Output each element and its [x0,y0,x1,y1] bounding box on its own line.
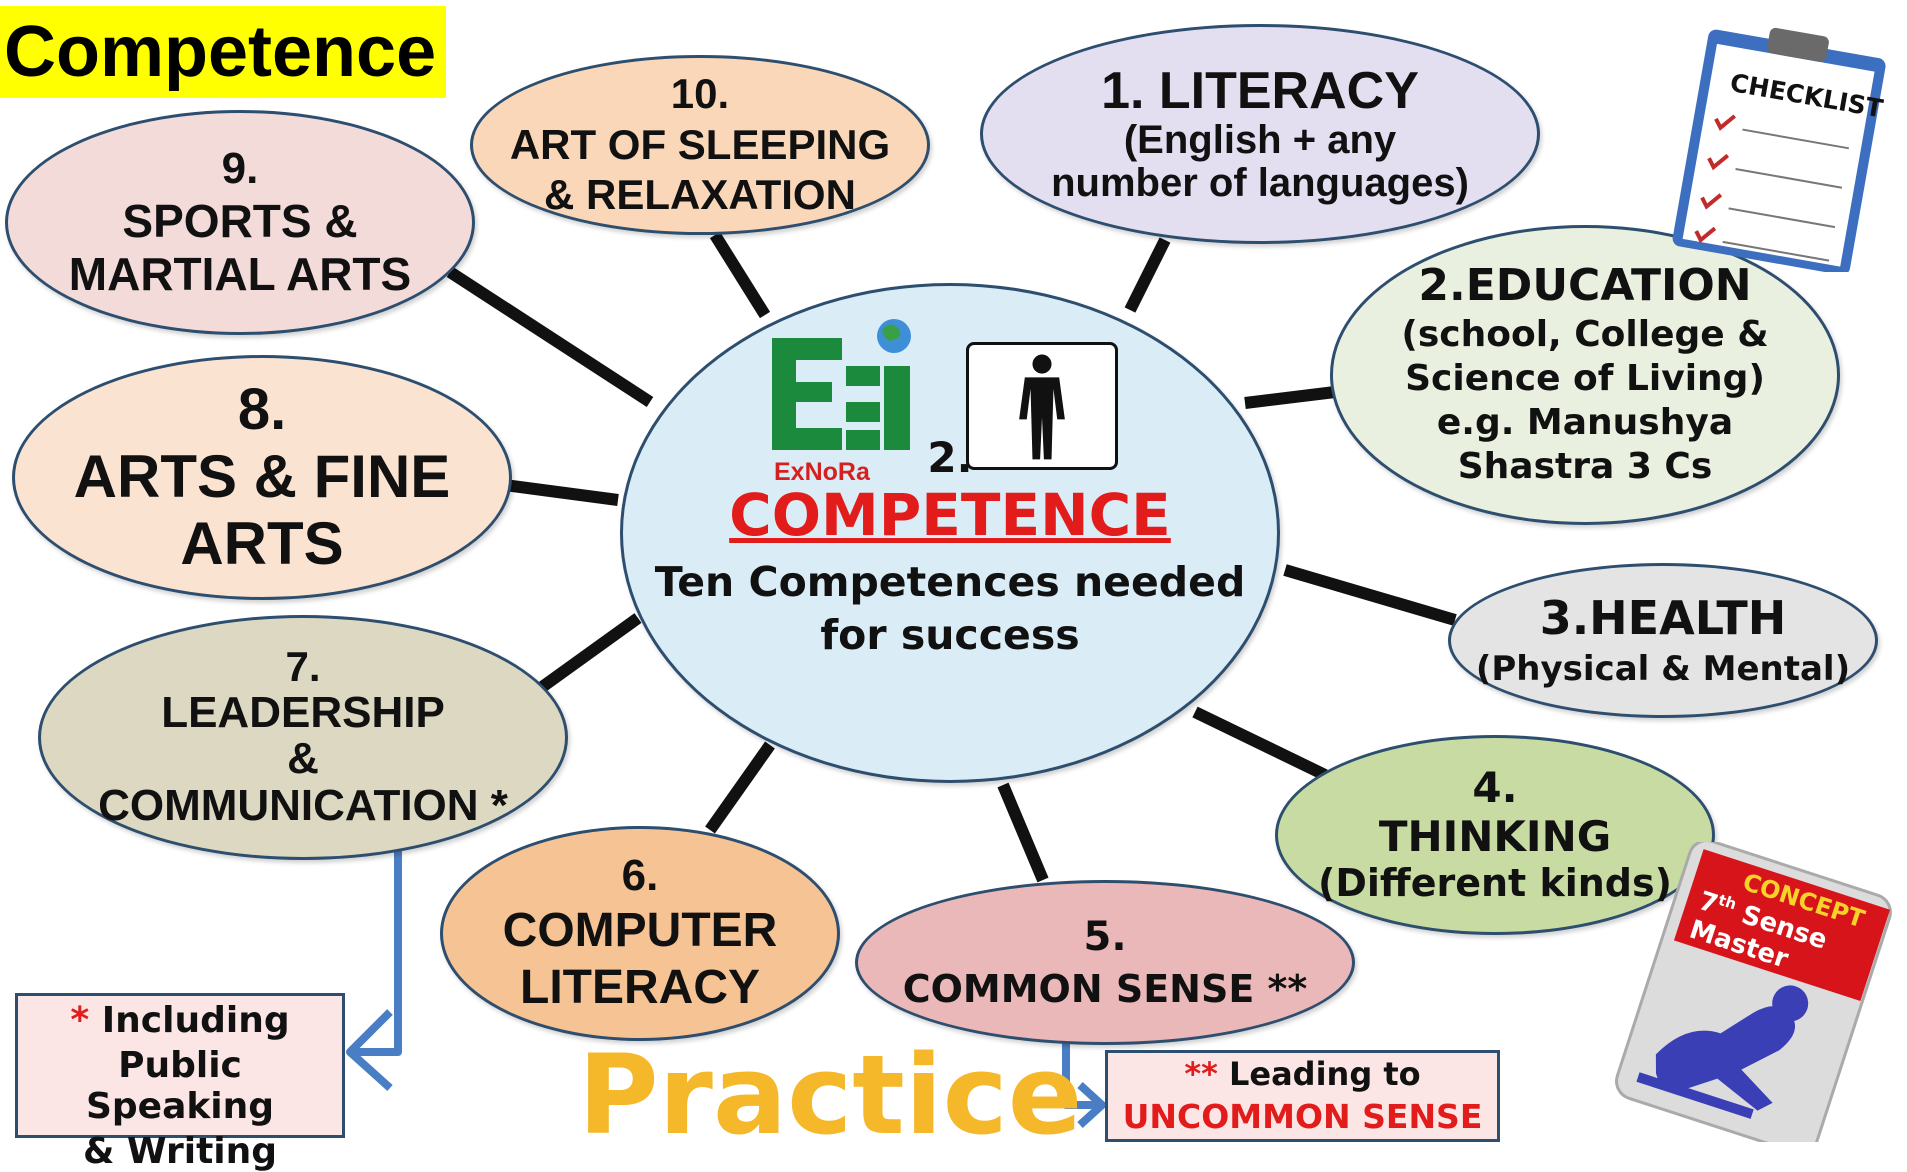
arts-line2: ARTS [180,510,344,578]
education-line3: e.g. Manushya [1436,402,1734,444]
connector-arts [504,479,619,506]
competence-sports: 9. SPORTS & MARTIAL ARTS [5,110,475,335]
sleeping-number: 10. [670,70,730,118]
computer-number: 6. [621,851,659,901]
thinking-line1: THINKING [1378,811,1612,861]
note-leadership-line3: & Writing [82,1131,278,1172]
note-leadership-marker: * [70,1000,90,1041]
connector-health [1283,564,1457,626]
concept-book-icon: CONCEPT 7th Sense Master [1615,842,1892,1142]
checklist-icon: CHECKLIST [1672,27,1886,272]
note-leadership-line2: Public Speaking [85,1045,275,1127]
practice-label: Practice [578,1031,1083,1159]
connector-computer [705,741,775,834]
education-title: 2.EDUCATION [1418,260,1752,312]
sports-line2: MARTIAL ARTS [68,247,412,300]
connector-lines [346,231,1457,1128]
arrow-leadership-note [350,848,402,1056]
competence-leadership: 7. LEADERSHIP & COMMUNICATION * [38,615,568,860]
sleeping-line2: & RELAXATION [544,171,856,219]
literacy-title: 1. LITERACY [1101,62,1419,121]
education-line4: Shastra 3 Cs [1457,446,1713,488]
connector-thinking [1192,706,1328,781]
competence-common-sense: 5. COMMON SENSE ** [855,880,1355,1045]
connector-common-sense [997,782,1049,883]
connector-literacy [1124,237,1171,313]
competence-sleeping: 10. ART OF SLEEPING & RELAXATION [470,55,930,235]
center-number: 2. [927,433,973,482]
note-common-sense-line2: UNCOMMON SENSE [1122,1097,1483,1136]
competence-arts: 8. ARTS & FINE ARTS [12,355,512,600]
literacy-line2: number of languages) [1051,160,1469,205]
page-title: Competence [0,6,447,98]
sports-line1: SPORTS & [122,195,358,248]
center-subtitle-line2: for success [820,611,1080,660]
competence-health: 3.HEALTH (Physical & Mental) [1448,563,1878,718]
note-common-sense-marker: ** [1184,1055,1218,1093]
common-sense-number: 5. [1083,914,1127,961]
arrow-common-sense-note [1062,1040,1100,1109]
arts-number: 8. [237,377,287,443]
note-common-sense-line1: Leading to [1228,1055,1421,1093]
literacy-line1: (English + any [1123,118,1397,163]
center-subtitle-line1: Ten Competences needed [654,557,1246,606]
connector-leadership [534,613,642,695]
competence-education: 2.EDUCATION (school, College & Science o… [1330,225,1840,525]
common-sense-line1: COMMON SENSE ** [902,966,1308,1011]
note-leadership-line1: Including [101,1000,290,1041]
note-common-sense: ** Leading to UNCOMMON SENSE [1105,1050,1500,1142]
note-leadership: * Including Public Speaking & Writing [15,993,345,1172]
competence-literacy: 1. LITERACY (English + any number of lan… [980,24,1540,244]
thinking-number: 4. [1472,763,1518,813]
computer-line2: LITERACY [520,960,760,1014]
education-line2: Science of Living) [1405,358,1765,400]
exnora-logo-text: ExNoRa [774,458,871,486]
center-bubble: 2. COMPETENCE Ten Competences needed for… [620,283,1280,783]
leadership-line1: LEADERSHIP [161,687,445,737]
arrow-leadership-head [346,1009,393,1091]
computer-line1: COMPUTER [502,903,778,957]
person-icon [966,342,1118,470]
health-title: 3.HEALTH [1539,591,1787,646]
leadership-number: 7. [285,643,321,691]
thinking-line2: (Different kinds) [1318,861,1672,906]
connector-education [1244,386,1336,409]
arts-line1: ARTS & FINE [73,442,451,510]
leadership-line3: COMMUNICATION * [98,781,508,831]
health-line1: (Physical & Mental) [1475,648,1851,689]
leadership-line2: & [287,734,319,784]
arrow-common-sense-head [1077,1082,1106,1128]
education-line1: (school, College & [1401,314,1769,355]
connector-sports [446,266,654,408]
connector-sleeping [709,231,771,319]
book-title-sup: th [1716,891,1739,914]
center-heading: COMPETENCE [729,480,1171,549]
exnora-logo-icon: ExNoRa [772,319,911,486]
sleeping-line1: ART OF SLEEPING [509,120,891,168]
sports-number: 9. [221,144,259,194]
competence-thinking: 4. THINKING (Different kinds) [1275,735,1715,935]
competence-computer-literacy: 6. COMPUTER LITERACY [440,826,840,1041]
